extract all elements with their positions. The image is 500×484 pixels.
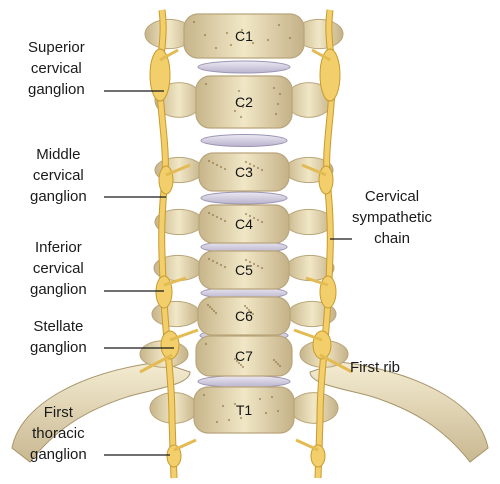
intervertebral-disc [200,191,288,205]
vertebra-label: C3 [235,164,253,180]
label-inferior-cervical-ganglion: Inferior cervical ganglion [30,239,87,298]
intervertebral-disc [197,375,291,388]
vertebra-c1: C1 [144,13,344,59]
sympathetic-chain-right [293,9,353,479]
label-stellate-ganglion: Stellate ganglion [30,318,87,356]
vertebra-c4: C4 [154,204,334,244]
label-first-rib: First rib [350,359,400,376]
vertebra-label: T1 [236,402,253,418]
vertebra-t1: T1 [149,386,339,434]
vertebra-label: C5 [235,262,253,278]
vertebra-label: C6 [235,308,253,324]
label-middle-cervical-ganglion: Middle cervical ganglion [30,146,87,205]
vertebra-c3: C3 [154,152,334,192]
intervertebral-disc [200,134,288,147]
first-rib-left [11,361,191,463]
label-cervical-sympathetic-chain: Cervical sympathetic chain [352,188,433,247]
label-first-thoracic-ganglion: First thoracic ganglion [30,404,87,463]
intervertebral-disc [197,60,291,74]
vertebra-label: C7 [235,348,253,364]
vertebra-c2: C2 [154,75,334,129]
vertebra-c6: C6 [151,296,337,336]
label-superior-cervical-ganglion: Superior cervical ganglion [28,39,85,98]
leader-lines [104,90,352,456]
sympathetic-chain-left [139,9,199,479]
vertebra-label: C2 [235,94,253,110]
vertebra-label: C1 [235,28,253,44]
vertebra-c5: C5 [153,250,335,290]
vertebra-label: C4 [235,216,253,232]
